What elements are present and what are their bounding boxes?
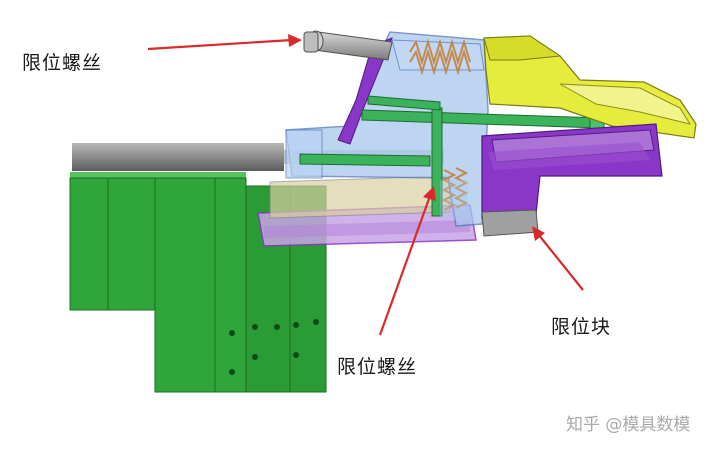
limit-screw-top	[303, 30, 393, 61]
yellow-insert	[483, 35, 697, 139]
green-base-block	[69, 172, 327, 393]
purple-lower-block	[481, 123, 663, 219]
arrow-top-limit-screw	[147, 34, 302, 51]
top-spring	[409, 38, 471, 76]
label-mid-limit-screw: 限位螺丝	[337, 356, 418, 378]
watermark: 知乎 @模具数模	[566, 415, 691, 435]
limit-block	[481, 209, 539, 237]
lower-spring	[440, 167, 469, 220]
label-limit-block: 限位块	[551, 316, 612, 338]
lower-slide-plate	[257, 175, 477, 247]
label-top-limit-screw: 限位螺丝	[22, 52, 103, 74]
mounting-holes	[229, 319, 319, 375]
purple-angled-lifter	[337, 37, 393, 145]
arrow-limit-block	[532, 226, 584, 291]
arrow-mid-limit-screw	[378, 186, 436, 336]
